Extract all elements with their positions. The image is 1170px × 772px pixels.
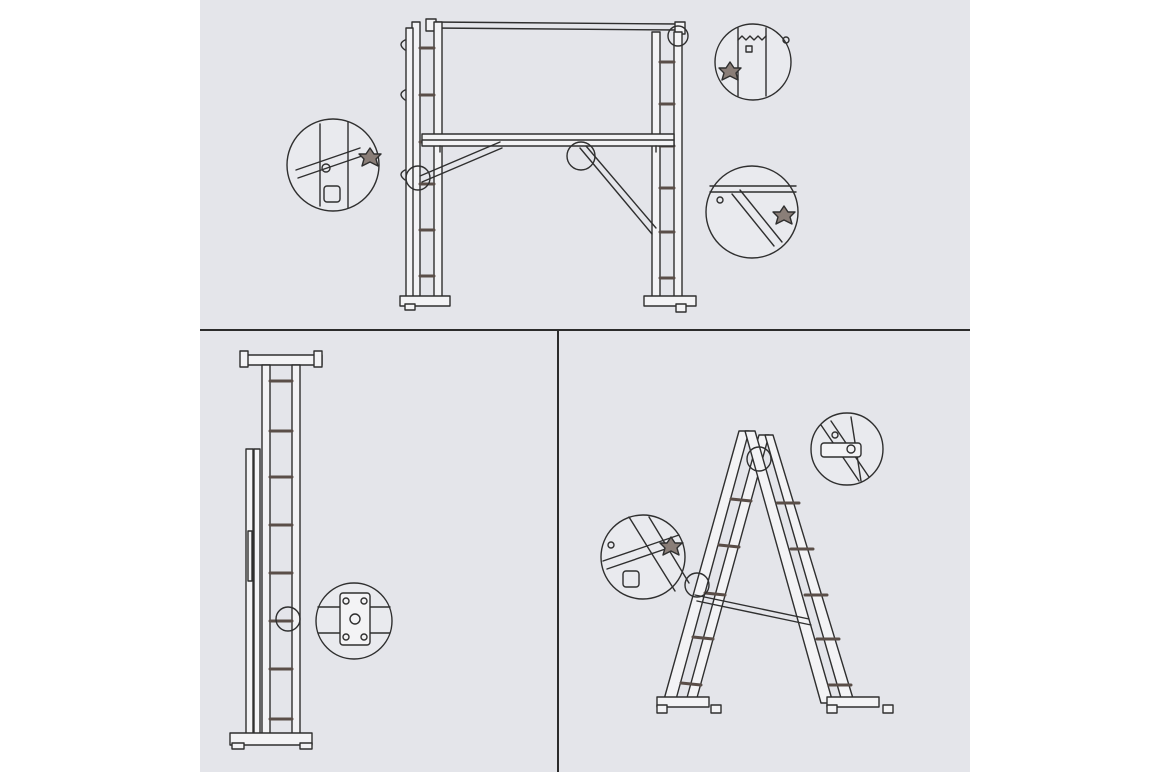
star-knob-icon [659,536,683,556]
instruction-sheet [200,0,970,772]
straight-ladder-drawing [229,350,393,750]
top-rail-highlight-circle [667,25,689,47]
scaffold-brace-right [579,145,657,235]
scaffold-drawing [286,18,799,313]
brace-highlight-circle [684,572,710,598]
callout-top-hinge-detail [810,412,884,486]
star-knob-icon [772,205,796,225]
straight-ladder-rails [245,364,301,736]
brace-arm-icon [820,442,862,458]
callout-brace-lock-detail [286,118,382,212]
scaffold-right-ladder [651,31,683,305]
a-frame-right-rungs [775,501,853,687]
a-frame-left-rungs [679,497,753,687]
panel-divider-vertical [557,330,559,772]
panel-divider-horizontal [200,329,970,331]
scaffold-platform [421,133,675,153]
foot-cap-icon [622,570,640,588]
hinge-highlight-circle [566,141,596,171]
top-hinge-highlight-circle [746,446,772,472]
callout-hinge-lock-detail [315,582,393,660]
star-knob-icon [718,61,742,81]
scaffold-brace-left [419,141,503,183]
panel-a-frame-configuration [559,331,970,772]
rail-slot [247,530,253,582]
scaffold-feet [399,295,697,313]
callout-right-brace-detail [705,165,799,259]
star-knob-icon [358,147,382,167]
panel-straight-ladder-configuration [200,331,558,772]
hinge-highlight-circle [275,606,301,632]
straight-ladder-feet [229,732,313,750]
a-frame-spreader-brace [694,594,812,626]
panel-scaffold-configuration [200,0,970,330]
straight-ladder-rungs [268,379,294,721]
a-frame-ladder-drawing [600,412,894,714]
scaffold-left-ladder [400,21,443,305]
hinge-lock-icon [339,592,371,646]
callout-top-hinge-detail [714,23,792,101]
straight-ladder-top-cap [239,350,323,368]
a-frame-feet [656,696,894,714]
callout-spreader-lock-detail [600,514,690,600]
brace-highlight-circle [405,165,431,191]
scaffold-top-rail [425,18,686,35]
